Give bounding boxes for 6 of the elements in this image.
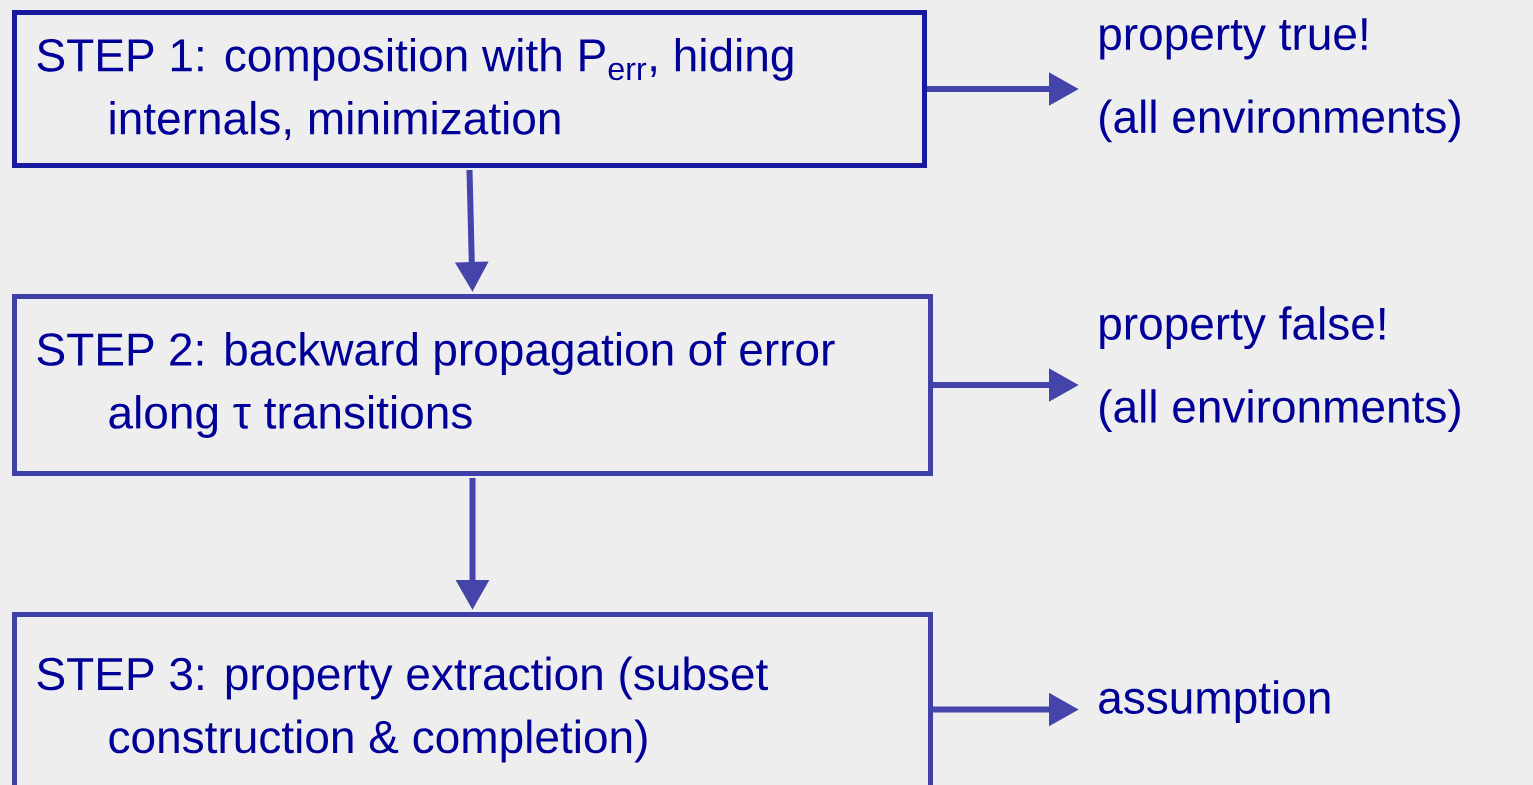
result-text: property false! (all environments): [1100, 306, 1460, 433]
result-text: property true! (all environments): [1100, 18, 1460, 143]
step-box: STEP 2: backward propagation of error along τ transitions: [12, 294, 933, 476]
step-box: STEP 1: composition with P$_{err}$, hiding internals, minimization: [12, 10, 927, 168]
step-box: STEP 3: property extraction (subset construction & completion): [12, 612, 933, 785]
result-text: assumption: [1099, 680, 1330, 724]
